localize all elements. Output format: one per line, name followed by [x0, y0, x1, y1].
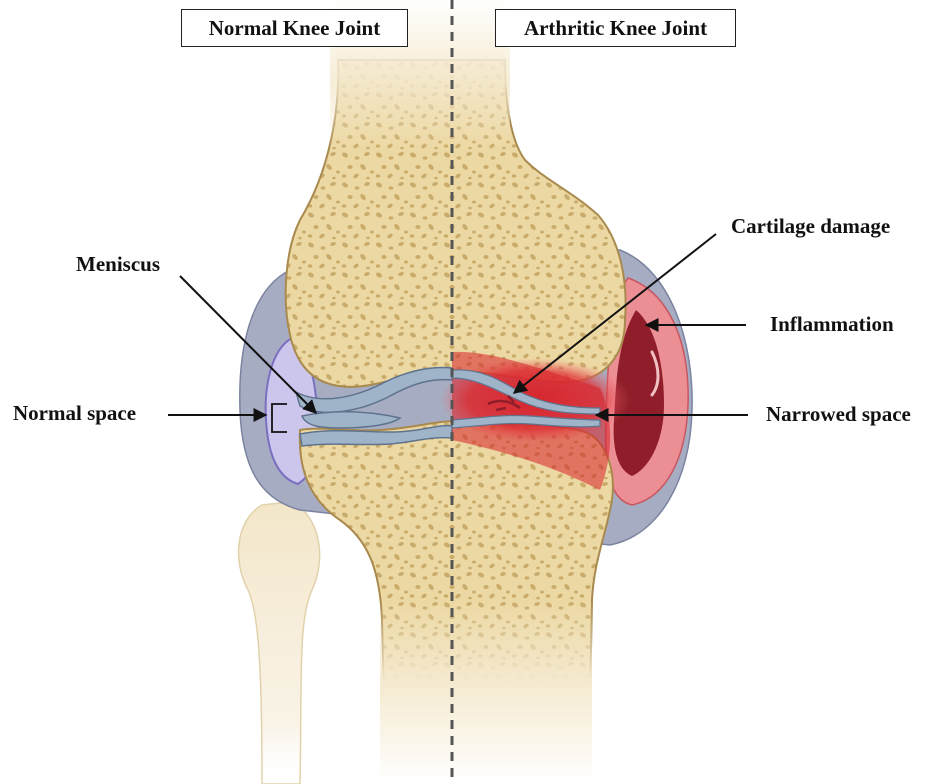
arthritic-knee-title: Arthritic Knee Joint: [495, 9, 736, 47]
meniscus-label: Meniscus: [76, 254, 160, 275]
normal-space-label: Normal space: [13, 403, 136, 424]
cartilage-damage-label: Cartilage damage: [731, 216, 890, 237]
narrowed-space-label: Narrowed space: [766, 404, 911, 425]
normal-knee-title: Normal Knee Joint: [181, 9, 408, 47]
fibula-bone: [239, 502, 320, 784]
inflammation-label: Inflammation: [770, 314, 894, 335]
